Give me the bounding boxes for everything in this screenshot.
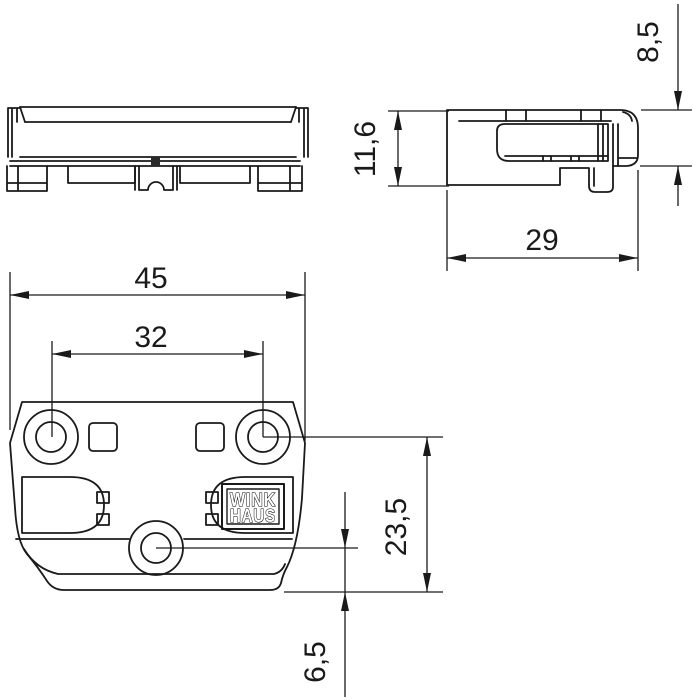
dim-label-32: 32 — [134, 321, 167, 354]
side-right-details — [612, 111, 638, 167]
left-hole-inner — [35, 421, 67, 453]
front-left-slant — [19, 106, 26, 123]
front-right-slant — [290, 106, 297, 123]
dimension-hole-spacing: 32 — [51, 321, 264, 437]
front-right-tab — [295, 107, 309, 158]
right-pocket — [210, 476, 294, 534]
dimension-depth: 29 — [446, 170, 639, 271]
front-left-tab — [7, 107, 21, 158]
side-view — [446, 109, 639, 193]
dimension-holes-to-bottom: 23,5 — [263, 436, 443, 593]
side-top-tabs — [505, 109, 602, 122]
front-right-foot — [257, 165, 303, 192]
arrowhead-right — [244, 350, 263, 358]
arrowhead-bottom — [394, 167, 402, 186]
side-outline — [446, 109, 639, 193]
winkhaus-logo-badge: WINK HAUS — [221, 483, 285, 530]
arrowhead-top — [423, 437, 431, 456]
logo-outer-frame — [221, 483, 285, 530]
dimension-total-width: 45 — [9, 262, 306, 441]
dim-label-45: 45 — [134, 262, 167, 295]
arrowhead-right — [286, 291, 305, 299]
dimension-upper-height: 8,5 — [632, 4, 692, 206]
arrowhead-right — [619, 254, 638, 262]
left-hole-outer — [23, 409, 79, 465]
arrowhead-left — [52, 350, 71, 358]
logo-text-line1: WINK — [230, 490, 276, 510]
side-slot-ticks — [542, 155, 580, 162]
ext-lines-45 — [9, 272, 306, 441]
arrowhead-up — [341, 592, 349, 611]
logo-text-line2: HAUS — [230, 506, 276, 526]
front-right-recess — [179, 165, 251, 184]
arrowhead-down — [674, 91, 682, 110]
logo-inner-frame — [226, 488, 280, 525]
arrowhead-down — [341, 529, 349, 548]
dim-label-29: 29 — [525, 224, 558, 257]
right-pocket-notch-1 — [205, 491, 219, 504]
arrowhead-left — [10, 291, 29, 299]
ext-lines-8-5 — [640, 109, 692, 167]
dimension-total-height: 11,6 — [349, 110, 449, 187]
left-pocket-notch-2 — [96, 513, 110, 526]
front-left-foot — [6, 165, 48, 192]
front-center-block — [134, 165, 178, 191]
right-pocket-notch-2 — [205, 513, 219, 526]
side-slot-outline — [496, 123, 609, 162]
front-view — [6, 106, 309, 192]
arrowhead-left — [447, 254, 466, 262]
left-pocket — [21, 476, 105, 534]
front-center-mark — [151, 157, 160, 166]
arrowhead-bottom — [423, 573, 431, 592]
plan-view: WINK HAUS — [9, 401, 306, 591]
left-square-opening — [88, 422, 118, 452]
front-left-recess — [67, 165, 136, 184]
dim-label-6-5: 6,5 — [299, 641, 332, 683]
dim-label-23-5: 23,5 — [380, 498, 413, 556]
arrowhead-up — [674, 166, 682, 185]
right-square-opening — [195, 422, 225, 452]
plan-bottom-band — [23, 548, 286, 575]
dimension-center-hole-to-bottom: 6,5 — [156, 492, 358, 697]
dim-label-8-5: 8,5 — [632, 21, 665, 63]
dim-label-11-6: 11,6 — [349, 121, 382, 177]
side-slot-inner — [504, 123, 609, 162]
arrowhead-top — [394, 111, 402, 130]
left-pocket-notch-1 — [96, 491, 110, 504]
